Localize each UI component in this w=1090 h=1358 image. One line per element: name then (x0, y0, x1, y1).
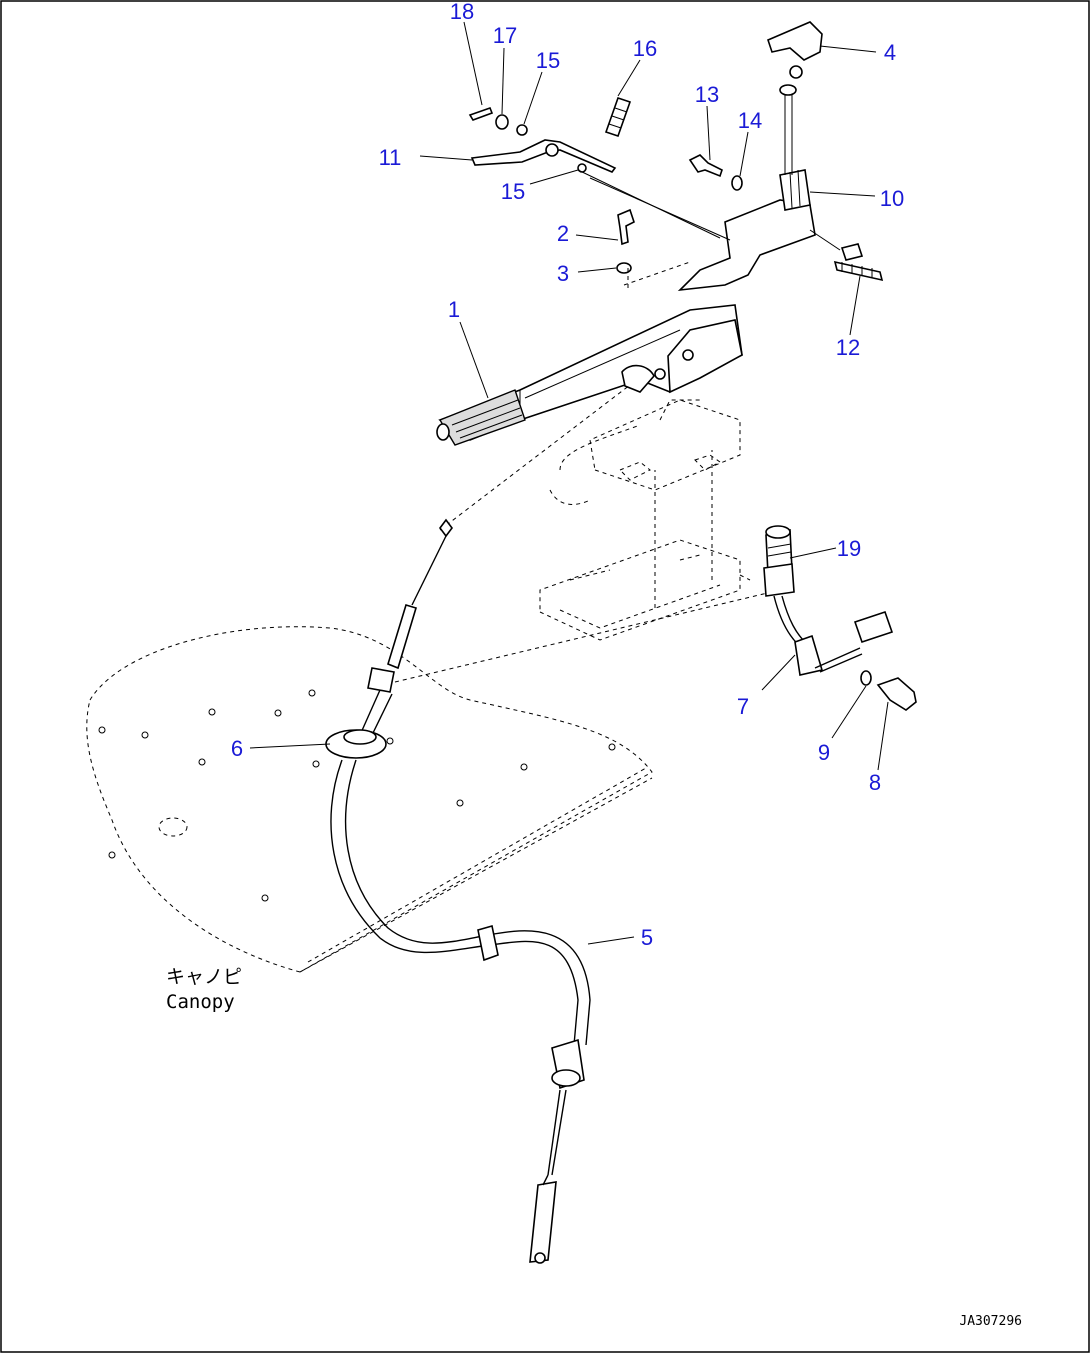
callout-1: 1 (448, 297, 460, 322)
drawing-reference: JA307296 (959, 1314, 1022, 1329)
canopy-note-japanese: キャノピ (166, 966, 242, 988)
callout-7: 7 (737, 694, 749, 719)
hardware (468, 96, 884, 282)
callouts: 18 17 15 16 4 13 14 11 10 15 2 3 1 12 19… (231, 0, 904, 950)
bracket-assembly (677, 21, 823, 292)
callout-10: 10 (880, 186, 904, 211)
callout-8: 8 (869, 770, 881, 795)
canopy-plate (86, 626, 653, 973)
callout-14: 14 (738, 108, 762, 133)
callout-17: 17 (493, 23, 517, 48)
callout-16: 16 (633, 36, 657, 61)
callout-13: 13 (695, 82, 719, 107)
callout-19: 19 (837, 536, 861, 561)
assembly-lines (394, 169, 841, 683)
leader-lines (249, 21, 889, 945)
callout-12: 12 (836, 335, 860, 360)
callout-5: 5 (641, 925, 653, 950)
lever-assembly (436, 304, 743, 446)
callout-2: 2 (557, 221, 569, 246)
callout-15-lower: 15 (501, 179, 525, 204)
cable-assembly (325, 518, 591, 1264)
callout-3: 3 (557, 261, 569, 286)
callout-15-top: 15 (536, 48, 560, 73)
switch-assembly (763, 525, 917, 711)
stand-frame (539, 399, 751, 641)
callout-4: 4 (884, 40, 896, 65)
callout-11: 11 (379, 145, 402, 170)
callout-9: 9 (818, 740, 830, 765)
canopy-note-english: Canopy (166, 991, 235, 1013)
callout-6: 6 (231, 736, 243, 761)
callout-18: 18 (450, 0, 474, 24)
